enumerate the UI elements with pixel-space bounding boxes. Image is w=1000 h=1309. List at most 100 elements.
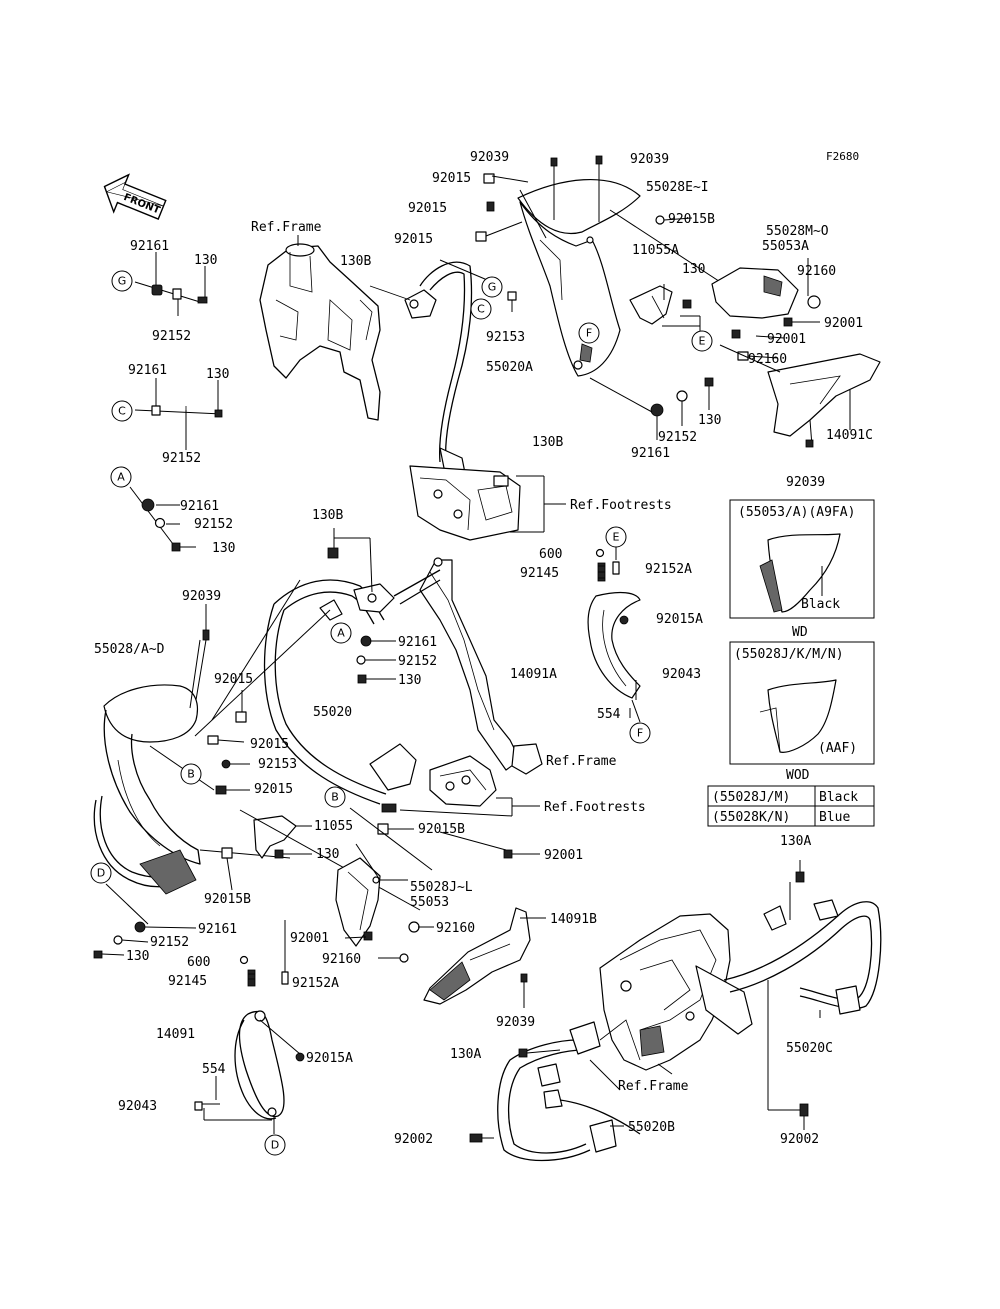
label-130b: 130B xyxy=(340,254,371,269)
callout-f-2: F xyxy=(629,722,651,744)
label-55028ad: 55028/A~D xyxy=(94,642,165,657)
part-labels: 92039 92039 92015 55028E~I 92015 92015B … xyxy=(94,150,873,1147)
label-14091: 14091 xyxy=(156,1027,195,1042)
label-55020a: 55020A xyxy=(486,360,533,375)
label-92039: 92039 xyxy=(786,475,825,490)
label-554: 554 xyxy=(597,707,621,722)
callout-g-1: G xyxy=(111,270,133,292)
cover-14091a xyxy=(587,544,641,723)
label-92152: 92152 xyxy=(150,935,189,950)
callout-c-1: C xyxy=(111,400,133,422)
label-92145: 92145 xyxy=(168,974,207,989)
svg-text:E: E xyxy=(699,335,706,348)
inset-box-wod-color: (AAF) xyxy=(818,741,857,756)
label-92039: 92039 xyxy=(496,1015,535,1030)
svg-text:E: E xyxy=(613,531,620,544)
label-14091a: 14091A xyxy=(510,667,557,682)
svg-text:D: D xyxy=(97,867,105,880)
callout-c-2: C xyxy=(470,298,492,320)
color-table-color-2: Blue xyxy=(819,810,850,825)
inset-box-wd-caption: WD xyxy=(792,625,808,640)
callout-g-2: G xyxy=(481,276,503,298)
color-table-color-1: Black xyxy=(819,790,858,805)
label-92161: 92161 xyxy=(198,922,237,937)
label-92015: 92015 xyxy=(394,232,433,247)
label-55020: 55020 xyxy=(313,705,352,720)
label-130: 130 xyxy=(194,253,217,268)
label-130: 130 xyxy=(698,413,721,428)
label-55028jl: 55028J~L xyxy=(410,880,473,895)
hardware-group-g xyxy=(134,252,208,316)
label-92015b: 92015B xyxy=(204,892,251,907)
label-ref-frame: Ref.Frame xyxy=(546,754,617,769)
hardware-group-a xyxy=(129,486,196,552)
label-130: 130 xyxy=(398,673,421,688)
label-130: 130 xyxy=(316,847,339,862)
lower-ref-frame xyxy=(599,913,753,1071)
front-arrow-icon: FRONT xyxy=(103,173,167,220)
callout-circles: G G C C E E F F A A B B D D xyxy=(90,270,713,1156)
label-92152: 92152 xyxy=(152,329,191,344)
callout-e-2: E xyxy=(605,526,627,548)
label-92152: 92152 xyxy=(398,654,437,669)
label-ref-footrests: Ref.Footrests xyxy=(544,800,646,815)
label-130b: 130B xyxy=(532,435,563,450)
label-55028mo: 55028M~O xyxy=(766,224,829,239)
inset-box-wd-header: (55053/A)(A9FA) xyxy=(738,505,855,520)
label-92152: 92152 xyxy=(194,517,233,532)
callout-f-1: F xyxy=(578,322,600,344)
label-92160: 92160 xyxy=(748,352,787,367)
label-92039: 92039 xyxy=(470,150,509,165)
color-table-code-2: (55028K/N) xyxy=(712,810,790,825)
label-55020c: 55020C xyxy=(786,1041,833,1056)
color-table-code-1: (55028J/M) xyxy=(712,790,790,805)
label-92160: 92160 xyxy=(797,264,836,279)
label-92160: 92160 xyxy=(322,952,361,967)
hardware-shield-bottom xyxy=(589,377,714,440)
svg-text:B: B xyxy=(331,791,339,804)
bracket-11055a xyxy=(609,209,755,334)
label-92015: 92015 xyxy=(254,782,293,797)
label-92160: 92160 xyxy=(436,921,475,936)
callout-e-1: E xyxy=(691,330,713,352)
inset-box-wod-header: (55028J/K/M/N) xyxy=(734,647,844,662)
svg-text:A: A xyxy=(117,471,125,484)
label-92152a: 92152A xyxy=(645,562,692,577)
lower-panel-55028jl xyxy=(335,843,434,963)
label-92015b: 92015B xyxy=(418,822,465,837)
label-92001: 92001 xyxy=(767,332,806,347)
label-554: 554 xyxy=(202,1062,226,1077)
label-55053a: 55053A xyxy=(762,239,809,254)
label-600: 600 xyxy=(539,547,562,562)
label-92001: 92001 xyxy=(824,316,863,331)
label-92161: 92161 xyxy=(128,363,167,378)
svg-text:F: F xyxy=(637,727,643,740)
hardware-group-c xyxy=(134,378,223,450)
label-92043: 92043 xyxy=(118,1099,157,1114)
label-92002: 92002 xyxy=(780,1132,819,1147)
label-92001: 92001 xyxy=(544,848,583,863)
label-130a: 130A xyxy=(780,834,811,849)
bracket-11055 xyxy=(221,807,540,911)
label-130a: 130A xyxy=(450,1047,481,1062)
label-92039: 92039 xyxy=(182,589,221,604)
mid-footrest-plate xyxy=(381,755,540,817)
label-92015a: 92015A xyxy=(656,612,703,627)
callout-b-2: B xyxy=(324,786,346,808)
inset-box-wd: (55053/A)(A9FA) Black WD xyxy=(729,499,875,640)
color-table: (55028J/M) Black (55028K/N) Blue xyxy=(707,785,875,827)
svg-text:D: D xyxy=(271,1139,279,1152)
label-92152a: 92152A xyxy=(292,976,339,991)
label-14091b: 14091B xyxy=(550,912,597,927)
label-11055: 11055 xyxy=(314,819,353,834)
inset-box-wd-color: Black xyxy=(801,597,840,612)
cover-14091 xyxy=(194,920,305,1134)
side-cover-14091c xyxy=(719,344,881,448)
svg-text:B: B xyxy=(187,768,195,781)
side-panel-55028mo xyxy=(711,258,821,361)
label-92152: 92152 xyxy=(658,430,697,445)
svg-text:C: C xyxy=(477,303,485,316)
guard-bar-55020 xyxy=(263,557,543,805)
upper-ref-frame xyxy=(259,235,381,421)
